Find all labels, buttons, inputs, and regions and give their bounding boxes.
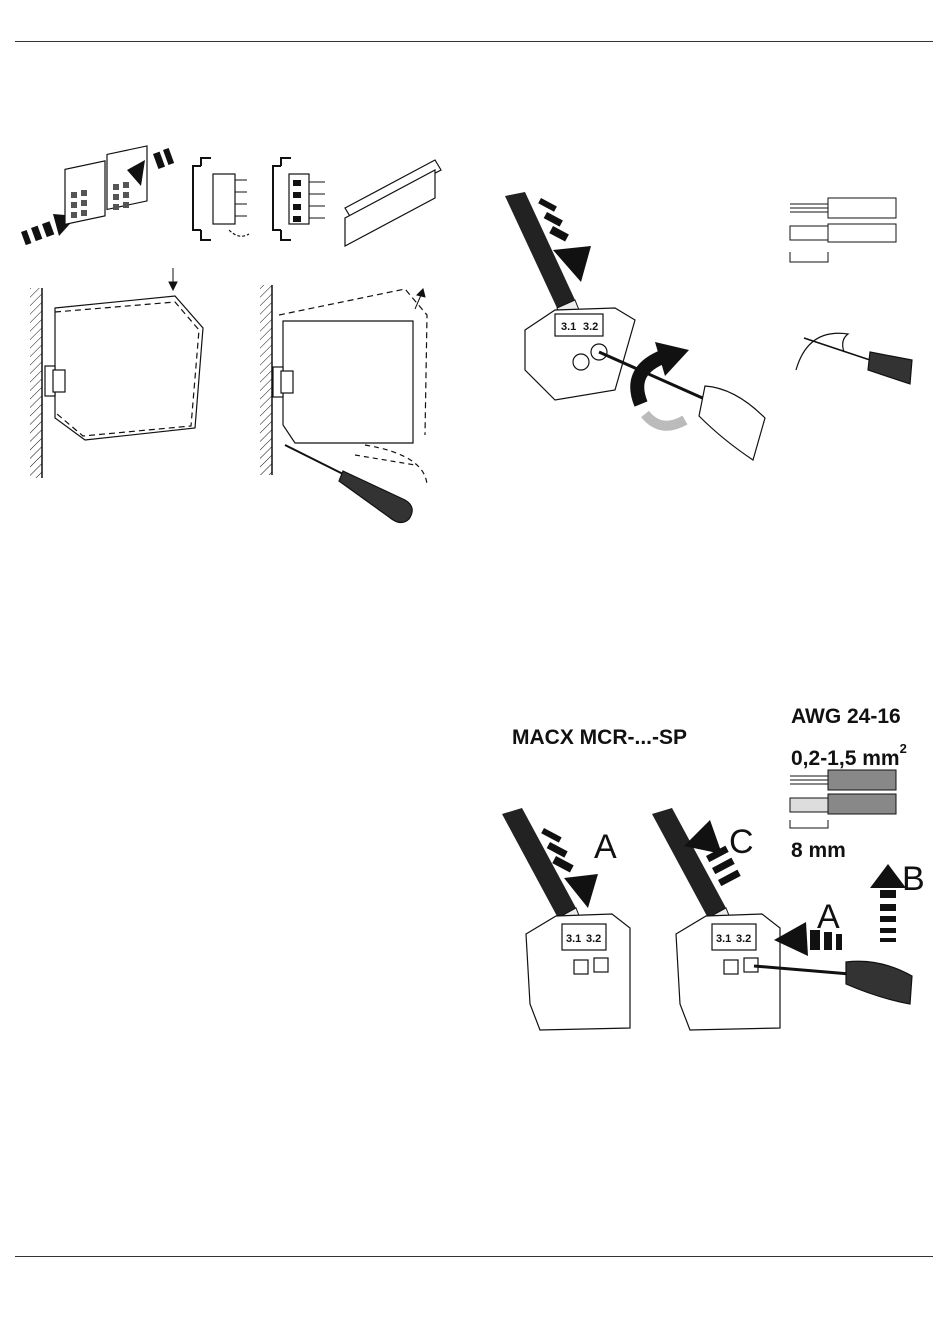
cross-section-exponent: 2 (900, 741, 907, 756)
rotate-arrow-icon (637, 342, 689, 426)
wall-hatching (260, 285, 272, 475)
terminal-label-left: 3.1 (716, 933, 731, 945)
lift-arrow-b-icon (870, 864, 906, 942)
top-rule (15, 41, 933, 42)
cross-section-label: 0,2-1,5 mm2 (791, 741, 907, 771)
wall-hatching (30, 288, 42, 478)
screw-terminal-figure: 3.1 3.2 (495, 190, 775, 470)
strip-length-bracket (790, 252, 828, 262)
awg-range-label: AWG 24-16 (791, 705, 901, 729)
screwdriver-icon (285, 445, 427, 523)
bus-connector-assembly-figure (15, 140, 445, 265)
terminal-label-right: 3.2 (583, 321, 598, 333)
din-rail-side-mounted-icon (273, 158, 325, 240)
terminal-label-right: 3.2 (736, 933, 751, 945)
spring-insert-figure: 3.1 3.2 (500, 808, 650, 1033)
terminal-label-left: 3.1 (566, 933, 581, 945)
terminal-block-icon (676, 914, 780, 1030)
din-rail-mounting-figure (25, 268, 225, 478)
screwdriver-torque-figure (788, 318, 918, 393)
terminal-label-right: 3.2 (586, 933, 601, 945)
step-b-label: B (902, 862, 925, 896)
spring-release-figure: 3.1 3.2 (650, 808, 920, 1033)
cross-section-value: 0,2-1,5 mm (791, 747, 900, 770)
screwdriver-icon (599, 352, 765, 460)
module-housing-icon (273, 289, 427, 443)
din-rail-removal-figure (255, 285, 455, 530)
step-a-left-label: A (594, 830, 617, 864)
ferrule-wire-icon (790, 224, 896, 242)
din-rail-side-icon (193, 158, 249, 240)
bus-connector-pair-icon (65, 146, 147, 224)
product-label: MACX MCR-...-SP (512, 726, 687, 750)
stripped-wire-icon (790, 198, 896, 218)
terminal-block-icon (525, 308, 635, 400)
torque-arc-icon (796, 333, 848, 370)
terminal-block-icon (526, 914, 630, 1030)
module-housing-icon (45, 296, 203, 440)
bottom-rule (15, 1256, 933, 1257)
wire-strip-screw-figure (788, 196, 903, 268)
step-c-label: C (729, 825, 754, 859)
step-a-right-label: A (817, 900, 840, 934)
screwdriver-icon (804, 338, 912, 384)
din-rail-perspective-icon (345, 140, 441, 246)
stripped-wire-icon (790, 770, 896, 790)
terminal-label-left: 3.1 (561, 321, 576, 333)
down-arrow-icon (169, 268, 177, 290)
